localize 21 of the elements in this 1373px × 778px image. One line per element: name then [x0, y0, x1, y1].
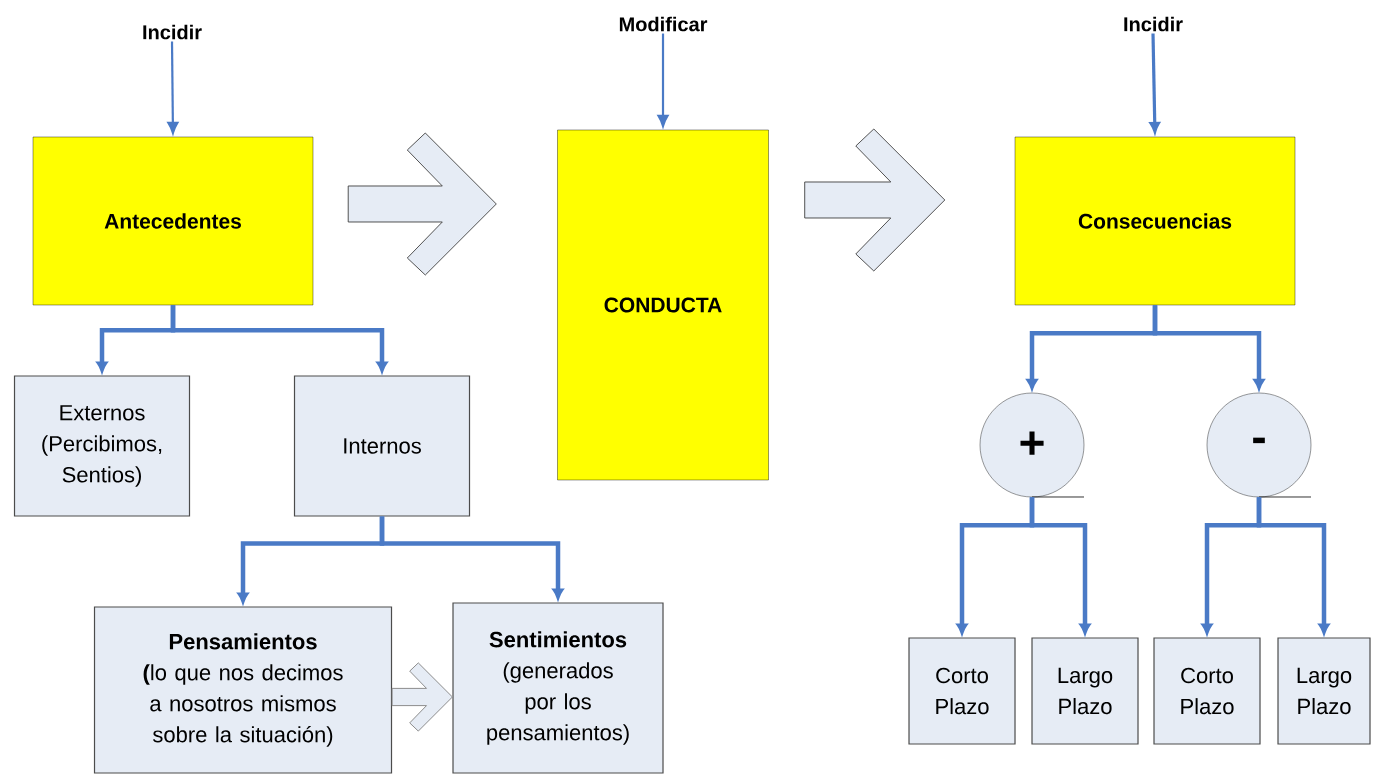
label-text: Incidir [1124, 16, 1183, 32]
label-text: Modificar [619, 16, 708, 32]
arrow [167, 41, 179, 134]
arrow [170, 305, 388, 373]
arrow [1152, 305, 1265, 390]
arrow [657, 33, 669, 127]
process-box: Consecuencias [1014, 136, 1296, 306]
category-box: Largo Plazo [1031, 637, 1139, 745]
category-box: Externos (Percibimos, Sentios) [13, 375, 191, 517]
arrow [379, 516, 564, 600]
category-box: Internos [293, 375, 471, 517]
process-box: Antecedentes [32, 136, 314, 306]
process-box: CONDUCTA [557, 129, 769, 481]
arrow [1256, 497, 1330, 635]
category-box: Corto Plazo [1153, 637, 1261, 745]
category-box: Pensamientos (lo que nos decimos a nosotros mismos sobre la situación) [93, 606, 393, 774]
arrow [1029, 497, 1091, 635]
label-text: Incidir [143, 24, 202, 40]
category-box: Largo Plazo [1277, 637, 1371, 745]
category-box: Corto Plazo [908, 637, 1016, 745]
category-box: Sentimientos (generados por los pensamientos) [452, 602, 664, 774]
